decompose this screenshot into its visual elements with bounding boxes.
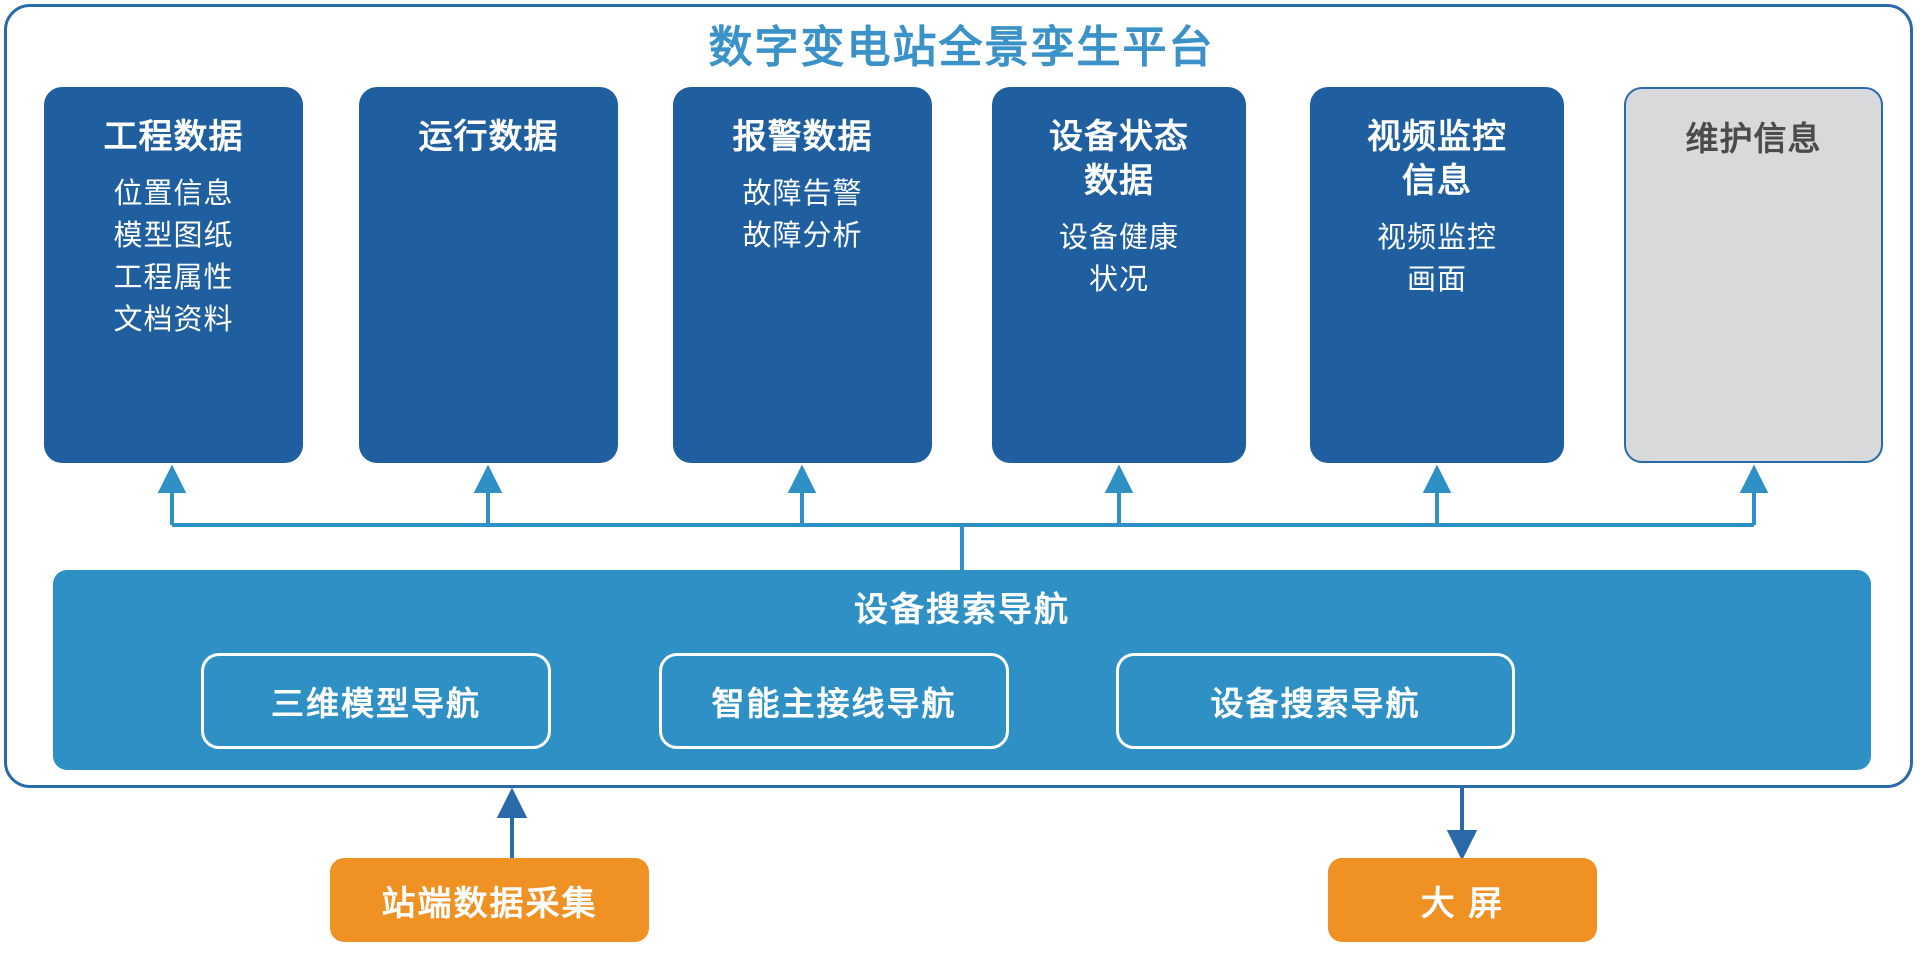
- card-item: 模型图纸: [113, 220, 234, 252]
- arrow-up-icon: [157, 464, 187, 493]
- card-title: 报警数据: [732, 118, 873, 156]
- arrow-up-icon: [1104, 464, 1134, 493]
- card-item: 故障分析: [742, 220, 863, 252]
- card-item: 视频监控: [1376, 222, 1497, 254]
- page-title: 数字变电站全景孪生平台: [708, 23, 1215, 72]
- card-title: 视频监控 信息: [1316, 115, 1558, 203]
- connector-layer: [7, 447, 1916, 577]
- card-items: 设备健康 状况: [998, 217, 1240, 301]
- card-item: 画面: [1406, 264, 1467, 296]
- io-box-station-data-collection[interactable]: 站端数据采集: [330, 858, 649, 942]
- data-card-device-status[interactable]: 设备状态 数据 设备健康 状况: [992, 87, 1246, 463]
- data-card-row: 工程数据 位置信息 模型图纸 工程属性 文档资料 运行数据 报警数据 故障告警 …: [7, 87, 1916, 463]
- nav-button-smart-single-line[interactable]: 智能主接线导航: [659, 653, 1009, 749]
- io-connector-layer: [0, 780, 1920, 880]
- card-title: 工程数据: [103, 118, 244, 156]
- arrow-up-icon: [1422, 464, 1452, 493]
- data-card-maintenance[interactable]: 维护信息: [1624, 87, 1883, 463]
- nav-button-3d-model[interactable]: 三维模型导航: [201, 653, 551, 749]
- arrow-up-icon: [1739, 464, 1769, 493]
- io-box-large-screen[interactable]: 大 屏: [1328, 858, 1597, 942]
- arrow-up-icon: [787, 464, 817, 493]
- arrow-down-icon: [1446, 830, 1478, 861]
- arrow-up-icon: [473, 464, 503, 493]
- card-title: 设备状态 数据: [998, 115, 1240, 203]
- card-item: 位置信息: [113, 178, 234, 210]
- card-title-line: 视频监控: [1367, 118, 1507, 156]
- card-title-line: 数据: [1084, 162, 1154, 200]
- card-item: 设备健康: [1058, 222, 1179, 254]
- card-title: 运行数据: [418, 118, 559, 156]
- platform-frame: 数字变电站全景孪生平台 工程数据 位置信息 模型图纸 工程属性 文档资料 运行数…: [4, 4, 1913, 788]
- card-items: 位置信息 模型图纸 工程属性 文档资料: [50, 173, 297, 341]
- device-search-navigation-bar: 设备搜索导航 三维模型导航 智能主接线导航 设备搜索导航: [53, 570, 1871, 770]
- card-item: 工程属性: [113, 262, 234, 294]
- card-item: 故障告警: [742, 178, 863, 210]
- card-item: 状况: [1088, 264, 1149, 296]
- card-item: 文档资料: [113, 304, 234, 336]
- nav-bar-title: 设备搜索导航: [854, 591, 1070, 629]
- nav-button-device-search[interactable]: 设备搜索导航: [1116, 653, 1515, 749]
- data-card-alarm[interactable]: 报警数据 故障告警 故障分析: [673, 87, 932, 463]
- data-card-operation[interactable]: 运行数据: [359, 87, 618, 463]
- card-title: 维护信息: [1685, 120, 1822, 157]
- data-card-engineering[interactable]: 工程数据 位置信息 模型图纸 工程属性 文档资料: [44, 87, 303, 463]
- data-card-video-monitoring[interactable]: 视频监控 信息 视频监控 画面: [1310, 87, 1564, 463]
- card-items: 故障告警 故障分析: [679, 173, 926, 257]
- card-items: 视频监控 画面: [1316, 217, 1558, 301]
- card-title-line: 信息: [1402, 162, 1472, 200]
- arrow-up-icon: [496, 787, 528, 818]
- card-title-line: 设备状态: [1049, 118, 1189, 156]
